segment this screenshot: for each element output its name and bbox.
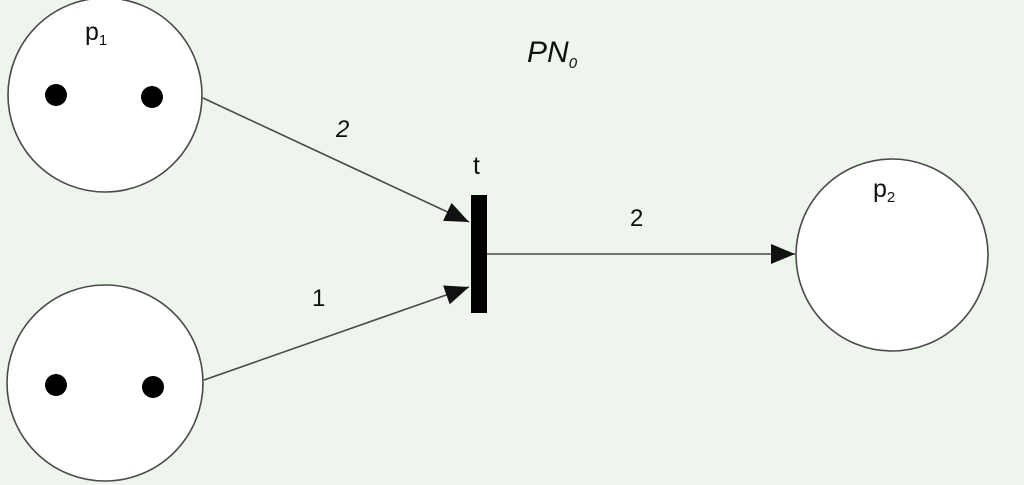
transition-bar [471,195,487,313]
token-dot [142,376,164,398]
arc-weight-p1-t: 2 [335,116,349,143]
place-label-p2: p2 [873,175,895,206]
transition-t[interactable]: t [471,152,487,313]
token-dot [45,84,67,106]
token-dot [141,86,163,108]
arc-weight-plower-t: 1 [312,285,325,312]
arc-plower-to-t [203,285,470,381]
arc-p1-to-t [202,97,470,223]
place-label-p1: p1 [85,18,107,49]
token-dot [45,374,67,396]
transition-label: t [473,152,480,180]
place-lower[interactable] [6,284,204,482]
net-title: PN0 [527,36,578,72]
arc-weight-t-p2: 2 [630,205,643,232]
place-p1[interactable]: p1 [7,0,203,193]
place-p2[interactable]: p2 [795,158,989,352]
